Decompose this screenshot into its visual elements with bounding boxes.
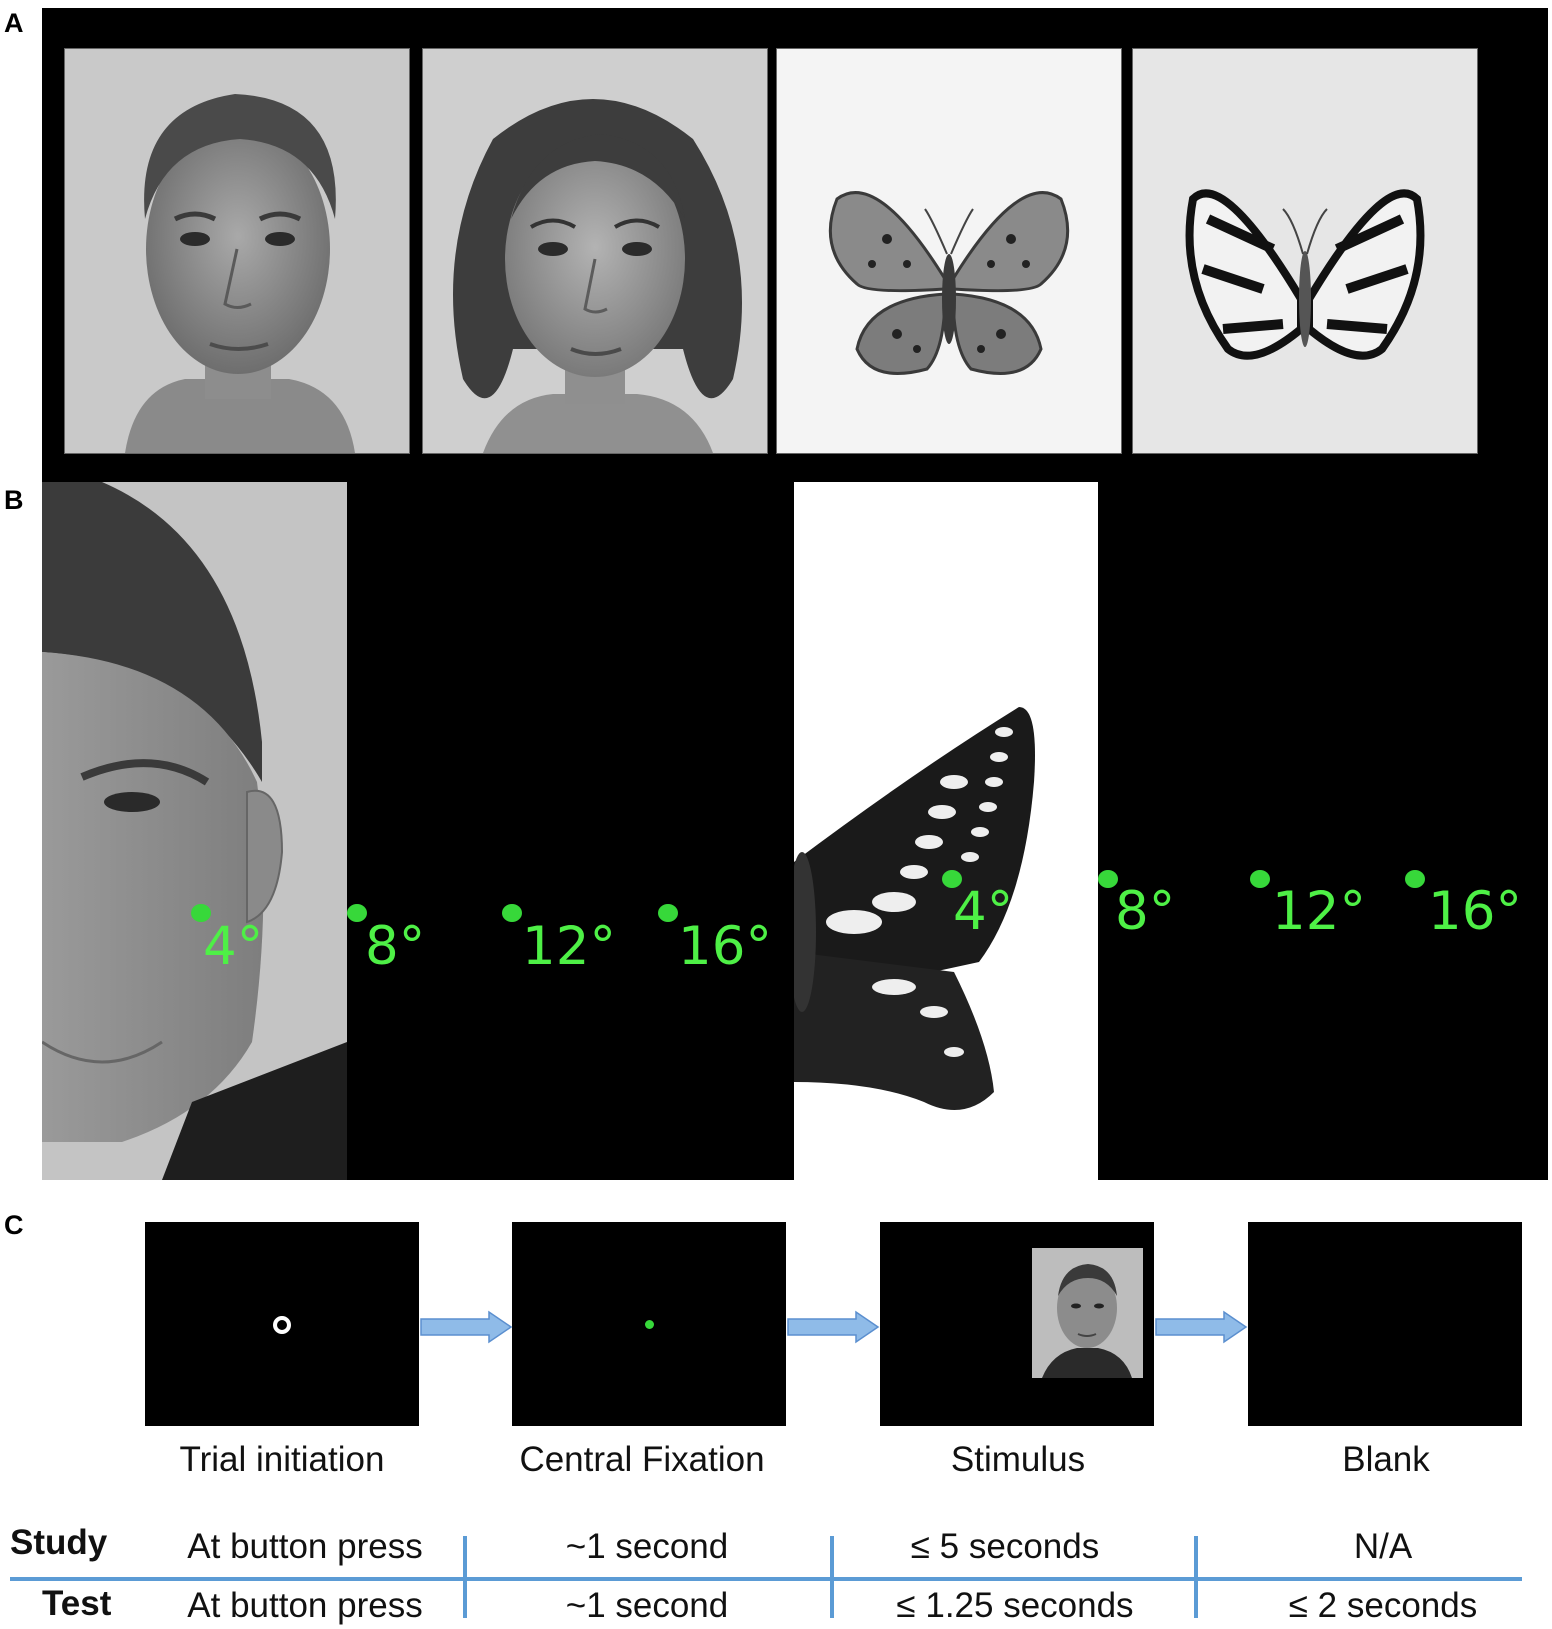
- study-trial-initiation-timing: At button press: [187, 1527, 423, 1566]
- eccentricity-label-12-butterfly: 12°: [1272, 881, 1366, 942]
- fixation-dot-8-butterfly: [1098, 870, 1118, 888]
- female-face-photo: [422, 48, 768, 454]
- fixation-dot-4-butterfly: [942, 870, 962, 888]
- test-blank-timing: ≤ 2 seconds: [1288, 1586, 1478, 1625]
- stimulus-face-thumbnail: [1032, 1248, 1143, 1378]
- arrow-right-icon-2: [787, 1310, 880, 1344]
- step-label-central-fixation: Central Fixation: [519, 1440, 765, 1479]
- table-column-divider-2: [830, 1536, 834, 1618]
- step-label-stimulus: Stimulus: [950, 1440, 1086, 1479]
- eccentricity-label-16-face: 16°: [678, 916, 772, 977]
- panel-a-stimulus-examples: [42, 8, 1548, 482]
- test-fixation-timing: ~1 second: [565, 1586, 729, 1625]
- eccentricity-label-4-face: 4°: [203, 916, 264, 977]
- eccentricity-label-4-butterfly: 4°: [953, 881, 1014, 942]
- table-column-divider-3: [1194, 1536, 1198, 1618]
- trial-initiation-fixation-icon: [273, 1316, 291, 1334]
- fixation-dot-8-face: [347, 904, 367, 922]
- study-fixation-timing: ~1 second: [565, 1527, 729, 1566]
- green-fixation-dot-icon: [645, 1320, 654, 1329]
- eccentricity-label-8-face: 8°: [365, 916, 426, 977]
- eccentricity-label-12-face: 12°: [522, 916, 616, 977]
- eccentricity-label-8-butterfly: 8°: [1115, 881, 1176, 942]
- table-horizontal-divider: [10, 1577, 1522, 1581]
- table-column-divider-1: [463, 1536, 467, 1618]
- fixation-dot-16-face: [658, 904, 678, 922]
- test-trial-initiation-timing: At button press: [187, 1586, 423, 1625]
- step-label-trial-initiation: Trial initiation: [179, 1440, 385, 1479]
- trial-initiation-screen: [145, 1222, 419, 1426]
- fixation-dot-12-butterfly: [1250, 870, 1270, 888]
- row-label-test: Test: [42, 1584, 112, 1623]
- study-blank-timing: N/A: [1353, 1527, 1413, 1566]
- male-face-photo: [64, 48, 410, 454]
- eccentricity-label-16-butterfly: 16°: [1428, 881, 1522, 942]
- fixation-dot-16-butterfly: [1405, 870, 1425, 888]
- panel-label-b: B: [4, 485, 24, 515]
- panel-label-c: C: [4, 1210, 24, 1240]
- arrow-right-icon-1: [420, 1310, 513, 1344]
- fixation-dot-12-face: [502, 904, 522, 922]
- stimulus-screen: [880, 1222, 1154, 1426]
- central-fixation-screen: [512, 1222, 786, 1426]
- half-butterfly-image: [794, 482, 1098, 1180]
- fixation-dot-4-face: [191, 904, 211, 922]
- test-stimulus-timing: ≤ 1.25 seconds: [896, 1586, 1134, 1625]
- blank-screen: [1248, 1222, 1522, 1426]
- striped-butterfly-photo: [1132, 48, 1478, 454]
- panel-label-a: A: [4, 8, 24, 38]
- step-label-blank: Blank: [1342, 1440, 1430, 1479]
- study-stimulus-timing: ≤ 5 seconds: [910, 1527, 1100, 1566]
- row-label-study: Study: [10, 1523, 108, 1562]
- face-side-background: [347, 482, 794, 1180]
- arrow-right-icon-3: [1155, 1310, 1248, 1344]
- butterfly-side-background: [1098, 482, 1548, 1180]
- spotted-butterfly-photo: [776, 48, 1122, 454]
- half-face-image: [42, 482, 347, 1180]
